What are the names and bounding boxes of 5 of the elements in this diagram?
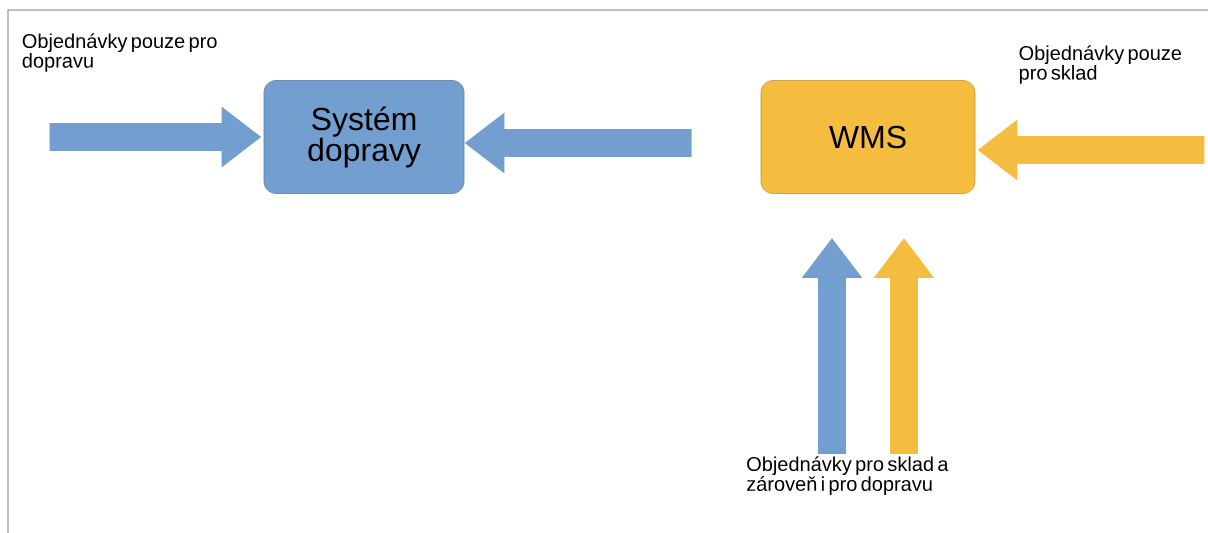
- text-label: Objednávky pro sklad a zároveň i pro dopravu: [747, 456, 949, 495]
- edge-label: Objednávky pouze pro sklad: [1019, 45, 1182, 84]
- edge-label: Objednávky pouze pro dopravu: [22, 33, 217, 72]
- process-box: Systém dopravy: [263, 80, 465, 194]
- process-box: WMS: [760, 80, 976, 194]
